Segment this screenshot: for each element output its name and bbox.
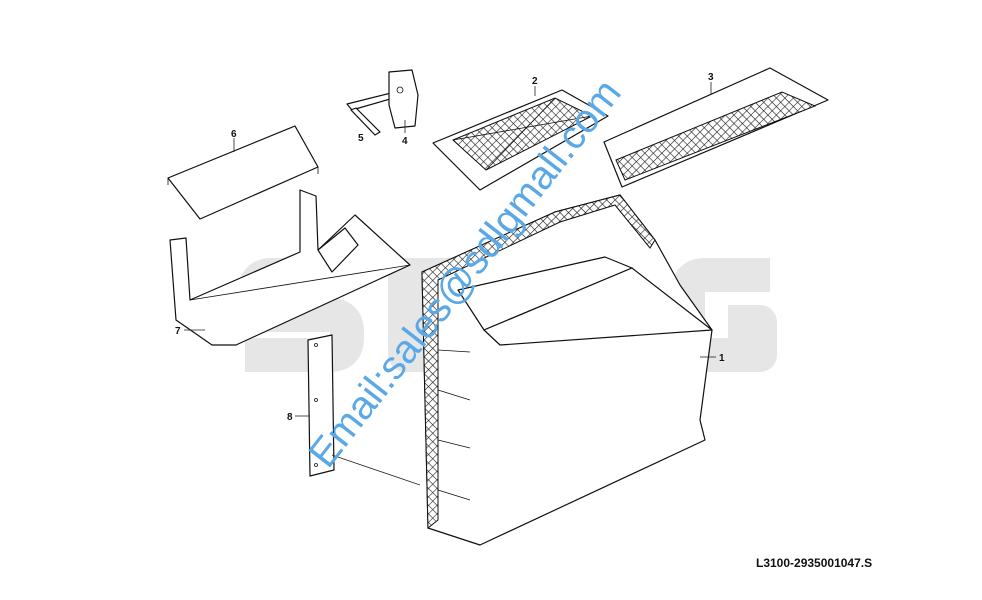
callout-8-label: 8 [287,412,293,423]
callout-6-label: 6 [231,129,237,140]
callout-6: 6 [231,129,237,152]
callout-4: 4 [402,120,408,147]
callout-1-label: 1 [719,353,725,364]
part-1-housing[interactable] [421,194,713,546]
callout-2-label: 2 [532,76,538,87]
drawing-code: L3100-2935001047.S [756,556,873,570]
part-7-tray[interactable] [169,189,411,346]
part-4-bracket[interactable] [388,69,419,129]
part-2-filter[interactable] [432,89,609,191]
part-6-cover-plate[interactable] [167,125,319,220]
callout-2: 2 [532,76,538,96]
callout-5: 5 [358,133,364,144]
callout-4-label: 4 [402,136,408,147]
part-8-strip[interactable] [307,334,421,486]
part-5-lever[interactable] [346,91,398,136]
callout-5-label: 5 [358,133,364,144]
callout-8: 8 [287,412,310,423]
callout-7-label: 7 [175,326,181,337]
callout-1: 1 [700,353,725,364]
callout-3-label: 3 [708,72,714,83]
callout-3: 3 [708,72,714,95]
part-3-grille[interactable] [603,67,829,188]
callout-7: 7 [175,326,205,337]
